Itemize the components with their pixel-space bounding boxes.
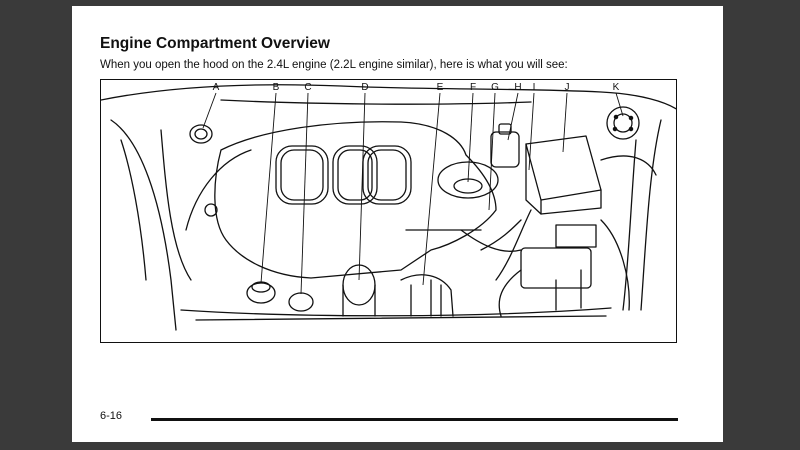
- callout-d: D: [361, 82, 368, 93]
- page-number: 6-16: [100, 410, 123, 422]
- engine-compartment-diagram: A B C D E F G H I J K: [100, 79, 677, 343]
- callout-g: G: [491, 82, 499, 93]
- callout-c: C: [304, 82, 311, 93]
- callout-e: E: [437, 82, 444, 93]
- intro-text: When you open the hood on the 2.4L engin…: [100, 59, 568, 71]
- page-title: Engine Compartment Overview: [100, 35, 330, 52]
- callout-b: B: [273, 82, 280, 93]
- callout-i: I: [533, 82, 536, 93]
- manual-page: Engine Compartment Overview When you ope…: [72, 6, 723, 442]
- callout-a: A: [213, 82, 220, 93]
- engine-line-drawing: A B C D E F G H I J K: [101, 82, 676, 331]
- callout-k: K: [613, 82, 620, 93]
- callout-labels: A B C D E F G H I J K: [213, 82, 620, 93]
- callout-j: J: [565, 82, 570, 93]
- footer-rule: [151, 418, 678, 421]
- callout-f: F: [470, 82, 476, 93]
- callout-h: H: [514, 82, 521, 93]
